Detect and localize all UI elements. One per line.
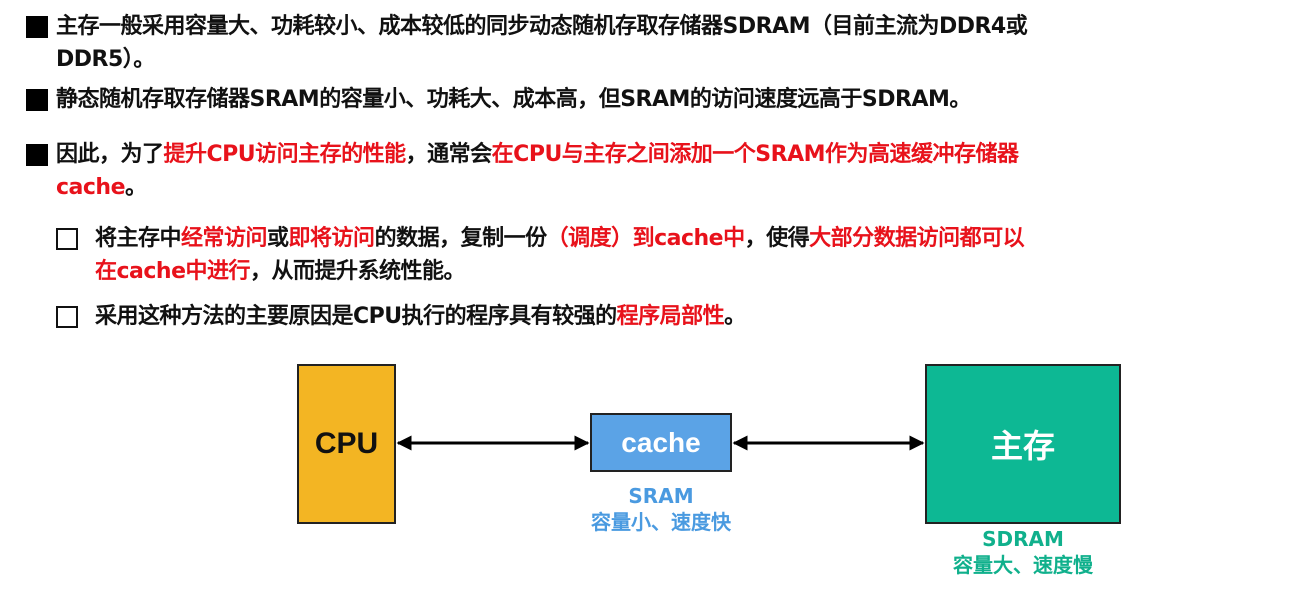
highlighted-text: cache xyxy=(56,175,126,200)
cache-caption: SRAM 容量小、速度快 xyxy=(560,483,762,535)
cache-label: cache xyxy=(621,426,701,458)
sub-bullet-line: 在cache中进行，从而提升系统性能。 xyxy=(95,255,466,289)
bullet-line: DDR5）。 xyxy=(56,43,155,77)
body-text: 采用这种方法的主要原因是CPU执行的程序具有较强的 xyxy=(95,304,617,329)
main-memory-label: 主存 xyxy=(990,427,1055,465)
cpu-box: CPU xyxy=(297,364,396,524)
body-text: 因此，为了 xyxy=(56,142,164,167)
body-text: 静态随机存取存储器SRAM的容量小、功耗大、成本高，但SRAM的访问速度远高于S… xyxy=(56,87,971,112)
bullet-line: 静态随机存取存储器SRAM的容量小、功耗大、成本高，但SRAM的访问速度远高于S… xyxy=(56,83,971,117)
body-text: 将主存中 xyxy=(95,226,182,251)
body-text: 主存一般采用容量大、功耗较小、成本较低的同步动态随机存取存储器SDRAM（目前主… xyxy=(56,14,1028,39)
highlighted-text: 经常访问 xyxy=(181,226,268,251)
bullet-line: 主存一般采用容量大、功耗较小、成本较低的同步动态随机存取存储器SDRAM（目前主… xyxy=(56,10,1028,44)
square-bullet-icon xyxy=(26,16,48,38)
body-text: 的数据，复制一份 xyxy=(374,226,548,251)
sub-bullet-line: 将主存中经常访问或即将访问的数据，复制一份（调度）到cache中，使得大部分数据… xyxy=(95,222,1025,256)
highlighted-text: 程序局部性 xyxy=(616,304,725,329)
cpu-label: CPU xyxy=(314,427,379,460)
hollow-square-bullet-icon xyxy=(56,306,78,328)
bullet-line: 因此，为了提升CPU访问主存的性能，通常会在CPU与主存之间添加一个SRAM作为… xyxy=(56,138,1019,172)
highlighted-text: 提升CPU访问主存的性能 xyxy=(163,142,407,167)
highlighted-text: 在CPU与主存之间添加一个SRAM作为高速缓冲存储器 xyxy=(491,142,1019,167)
memory-caption-desc: 容量大、速度慢 xyxy=(953,553,1093,577)
cache-caption-desc: 容量小、速度快 xyxy=(591,510,731,534)
highlighted-text: 在cache中进行 xyxy=(95,259,251,284)
body-text: ，使得 xyxy=(744,226,810,251)
cache-caption-type: SRAM xyxy=(628,484,694,508)
body-text: ，通常会 xyxy=(405,142,493,167)
memory-caption-type: SDRAM xyxy=(982,527,1064,551)
cache-box: cache xyxy=(590,413,732,472)
highlighted-text: 大部分数据访问都可以 xyxy=(809,226,1025,251)
sub-bullet-line: 采用这种方法的主要原因是CPU执行的程序具有较强的程序局部性。 xyxy=(95,300,746,334)
main-memory-box: 主存 xyxy=(925,364,1121,524)
body-text: 或 xyxy=(267,226,289,251)
body-text: ，从而提升系统性能。 xyxy=(250,259,466,284)
body-text: 。 xyxy=(724,304,746,329)
square-bullet-icon xyxy=(26,144,48,166)
highlighted-text: （调度）到cache中 xyxy=(546,226,746,251)
memory-caption: SDRAM 容量大、速度慢 xyxy=(920,526,1126,578)
square-bullet-icon xyxy=(26,89,48,111)
hollow-square-bullet-icon xyxy=(56,228,78,250)
body-text: DDR5）。 xyxy=(56,47,155,72)
highlighted-text: 即将访问 xyxy=(288,226,376,251)
bullet-line: cache。 xyxy=(56,171,147,205)
body-text: 。 xyxy=(125,175,147,200)
